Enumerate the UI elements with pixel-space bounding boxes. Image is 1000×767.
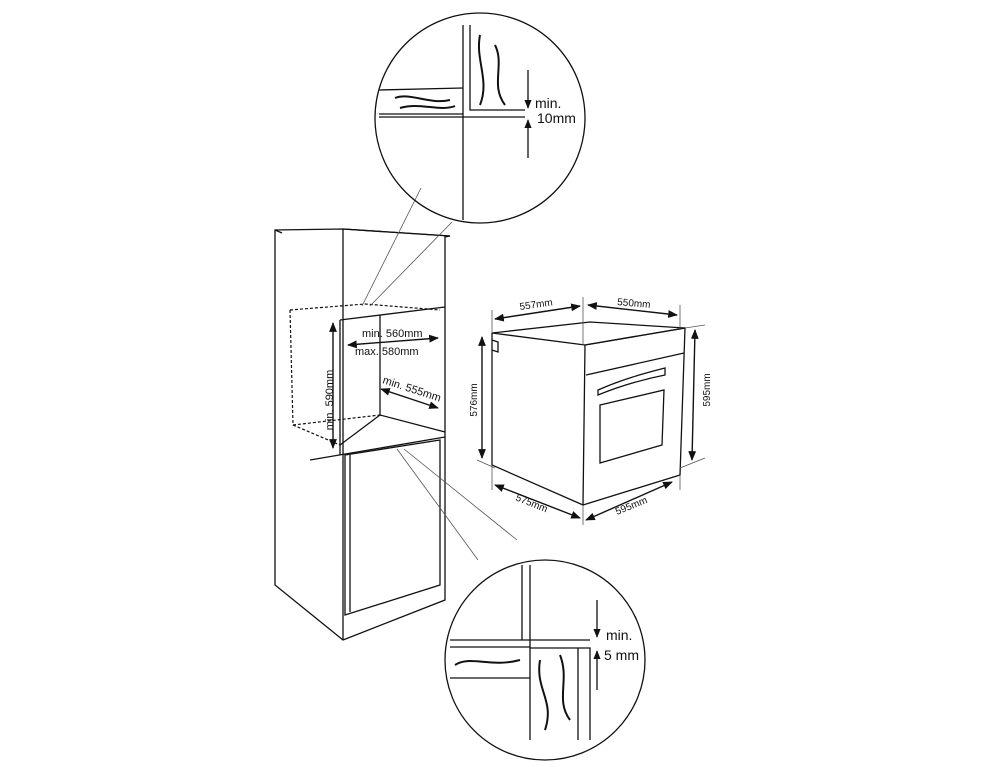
top-gap-detail xyxy=(374,12,586,224)
oven-front-width-label: 595mm xyxy=(614,495,649,518)
niche-depth-label: min. 555mm xyxy=(381,374,442,404)
oven-front-height-label: 595mm xyxy=(702,373,713,406)
bottom-detail-leader xyxy=(396,448,518,561)
depth-dimension-arrow xyxy=(380,388,439,409)
bottom-gap-detail xyxy=(444,559,646,761)
oven xyxy=(476,297,706,525)
oven-top-depth-label: 557mm xyxy=(519,297,554,313)
top-gap-label-min: min. xyxy=(535,95,561,111)
niche-width-min-label: min. 560mm xyxy=(362,328,423,340)
bottom-gap-label-value: 5 mm xyxy=(604,647,639,663)
tall-cabinet xyxy=(274,228,451,641)
oven-top-width-arrow xyxy=(587,302,678,318)
bottom-gap-label-min: min. xyxy=(606,627,632,643)
oven-top-depth-arrow xyxy=(494,303,581,322)
oven-front-width-arrow xyxy=(585,481,673,521)
oven-top-width-label: 550mm xyxy=(617,297,651,311)
niche-height-label: min. 590mm xyxy=(324,370,336,431)
niche-width-max-label: max. 580mm xyxy=(355,346,419,358)
top-gap-label-value: 10mm xyxy=(537,110,576,126)
oven-front-height-arrow xyxy=(688,329,699,461)
oven-bottom-depth-arrow xyxy=(494,484,581,519)
oven-bottom-depth-label: 575mm xyxy=(514,493,549,516)
width-dimension-arrow xyxy=(347,334,439,349)
oven-body-height-label: 576mm xyxy=(469,383,480,416)
top-detail-leader xyxy=(361,187,453,307)
